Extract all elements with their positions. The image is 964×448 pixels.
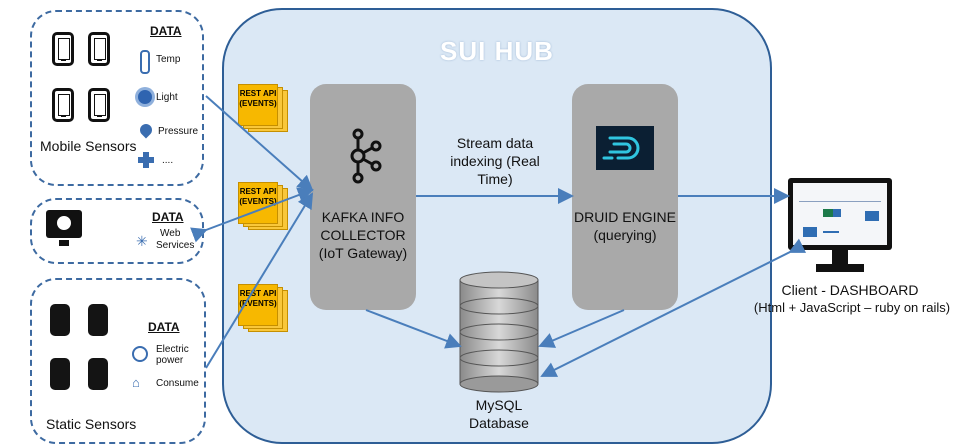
phone-icon bbox=[52, 88, 74, 122]
antenna-device-icon bbox=[50, 358, 70, 390]
kafka-collector-box: KAFKA INFO COLLECTOR (IoT Gateway) bbox=[310, 84, 416, 310]
web-services-box: DATA ✳ Web Services bbox=[30, 198, 204, 264]
thermometer-icon bbox=[140, 50, 150, 74]
antenna-device-icon bbox=[88, 304, 108, 336]
static-item-electric-line1: Electric bbox=[156, 344, 189, 355]
mobile-data-heading: DATA bbox=[150, 24, 182, 38]
rest-api-events-label: (EVENTS) bbox=[239, 99, 277, 108]
hub-title: SUI HUB bbox=[440, 36, 554, 66]
rest-api-label: REST API bbox=[239, 289, 277, 298]
mobile-sensors-box: DATA Temp Light Pressure .... Mobile Sen… bbox=[30, 10, 204, 186]
dashboard-monitor-icon bbox=[788, 178, 892, 278]
plus-icon bbox=[138, 152, 154, 168]
druid-logo-icon bbox=[596, 126, 654, 170]
static-item-electric-line2: power bbox=[156, 355, 184, 366]
network-icon: ✳ bbox=[136, 233, 148, 249]
arrow-mobile-to-kafka bbox=[205, 95, 314, 192]
static-data-heading: DATA bbox=[148, 320, 180, 334]
kafka-line2: COLLECTOR bbox=[320, 227, 406, 243]
static-sensors-label: Static Sensors bbox=[46, 416, 137, 432]
stream-line3: Time) bbox=[477, 171, 513, 187]
database-icon bbox=[459, 271, 539, 393]
kafka-line1: KAFKA INFO bbox=[321, 209, 405, 225]
phone-icon bbox=[52, 32, 74, 66]
mobile-item-light: Light bbox=[156, 92, 178, 103]
rest-api-stack-top: REST API (EVENTS) bbox=[238, 84, 294, 140]
static-item-consume: Consume bbox=[156, 378, 199, 389]
stream-line1: Stream data bbox=[456, 135, 534, 151]
kafka-icon bbox=[350, 128, 382, 184]
phone-icon bbox=[88, 32, 110, 66]
druid-line1: DRUID ENGINE bbox=[574, 209, 676, 225]
mysql-line1: MySQL bbox=[475, 397, 523, 413]
client-label: Client - DASHBOARD bbox=[781, 282, 919, 298]
sun-icon bbox=[138, 90, 152, 104]
phone-icon bbox=[88, 88, 110, 122]
stream-line2: indexing (Real bbox=[450, 153, 540, 169]
kafka-line3: (IoT Gateway) bbox=[318, 245, 408, 261]
rest-api-stack-bottom: REST API (EVENTS) bbox=[238, 284, 294, 340]
rest-api-events-label: (EVENTS) bbox=[239, 299, 277, 308]
web-item-line1: Web bbox=[160, 228, 181, 239]
arrow-web-to-kafka bbox=[190, 187, 314, 243]
web-item-line2: Services bbox=[156, 240, 195, 251]
mobile-sensors-label: Mobile Sensors bbox=[40, 138, 137, 154]
antenna-device-icon bbox=[88, 358, 108, 390]
arrow-static-to-kafka bbox=[205, 192, 314, 369]
mysql-line2: Database bbox=[469, 415, 529, 431]
antenna-device-icon bbox=[50, 304, 70, 336]
home-icon: ⌂ bbox=[132, 375, 140, 390]
plug-icon bbox=[132, 346, 148, 362]
mobile-item-pressure: Pressure bbox=[158, 126, 199, 137]
mobile-item-temp: Temp bbox=[156, 54, 181, 65]
arrow-client-to-mysql bbox=[540, 238, 807, 377]
static-sensors-box: DATA Electric power ⌂ Consume Static Sen… bbox=[30, 278, 206, 444]
monitor-globe-icon bbox=[46, 210, 82, 246]
arrow-kafka-to-mysql bbox=[365, 309, 462, 349]
mobile-item-more: .... bbox=[162, 155, 174, 166]
rest-api-label: REST API bbox=[239, 89, 277, 98]
web-data-heading: DATA bbox=[152, 210, 184, 224]
